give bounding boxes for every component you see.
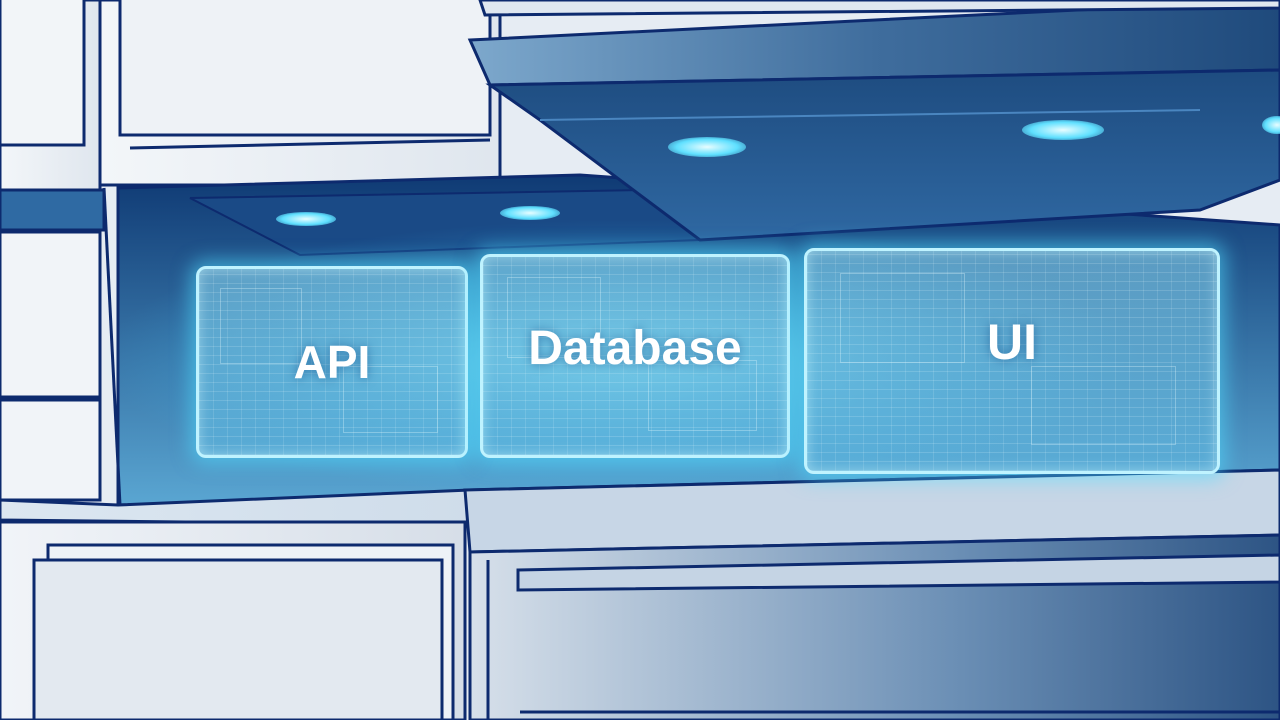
cabinet-light-left-icon bbox=[276, 212, 336, 226]
cabinet-light-mid-icon bbox=[500, 206, 560, 220]
hood-light-right-icon bbox=[1022, 120, 1104, 140]
circuit-pattern bbox=[199, 269, 465, 455]
api-label: API bbox=[293, 336, 371, 388]
left-wall-cabinets bbox=[0, 187, 122, 506]
database-panel[interactable]: Database bbox=[480, 254, 790, 458]
api-panel[interactable]: API bbox=[196, 266, 468, 458]
database-label: Database bbox=[528, 322, 742, 375]
upper-left-cabinet bbox=[0, 0, 502, 192]
lower-cabinets bbox=[0, 520, 1280, 720]
ui-label: UI bbox=[987, 314, 1037, 370]
hood-light-left-icon bbox=[668, 137, 746, 157]
hood-light-edge-icon bbox=[1262, 116, 1280, 134]
range-hood bbox=[467, 0, 1280, 242]
circuit-pattern bbox=[807, 251, 1217, 471]
countertop bbox=[0, 468, 1280, 554]
circuit-pattern bbox=[483, 257, 787, 455]
ui-panel[interactable]: UI bbox=[804, 248, 1220, 474]
